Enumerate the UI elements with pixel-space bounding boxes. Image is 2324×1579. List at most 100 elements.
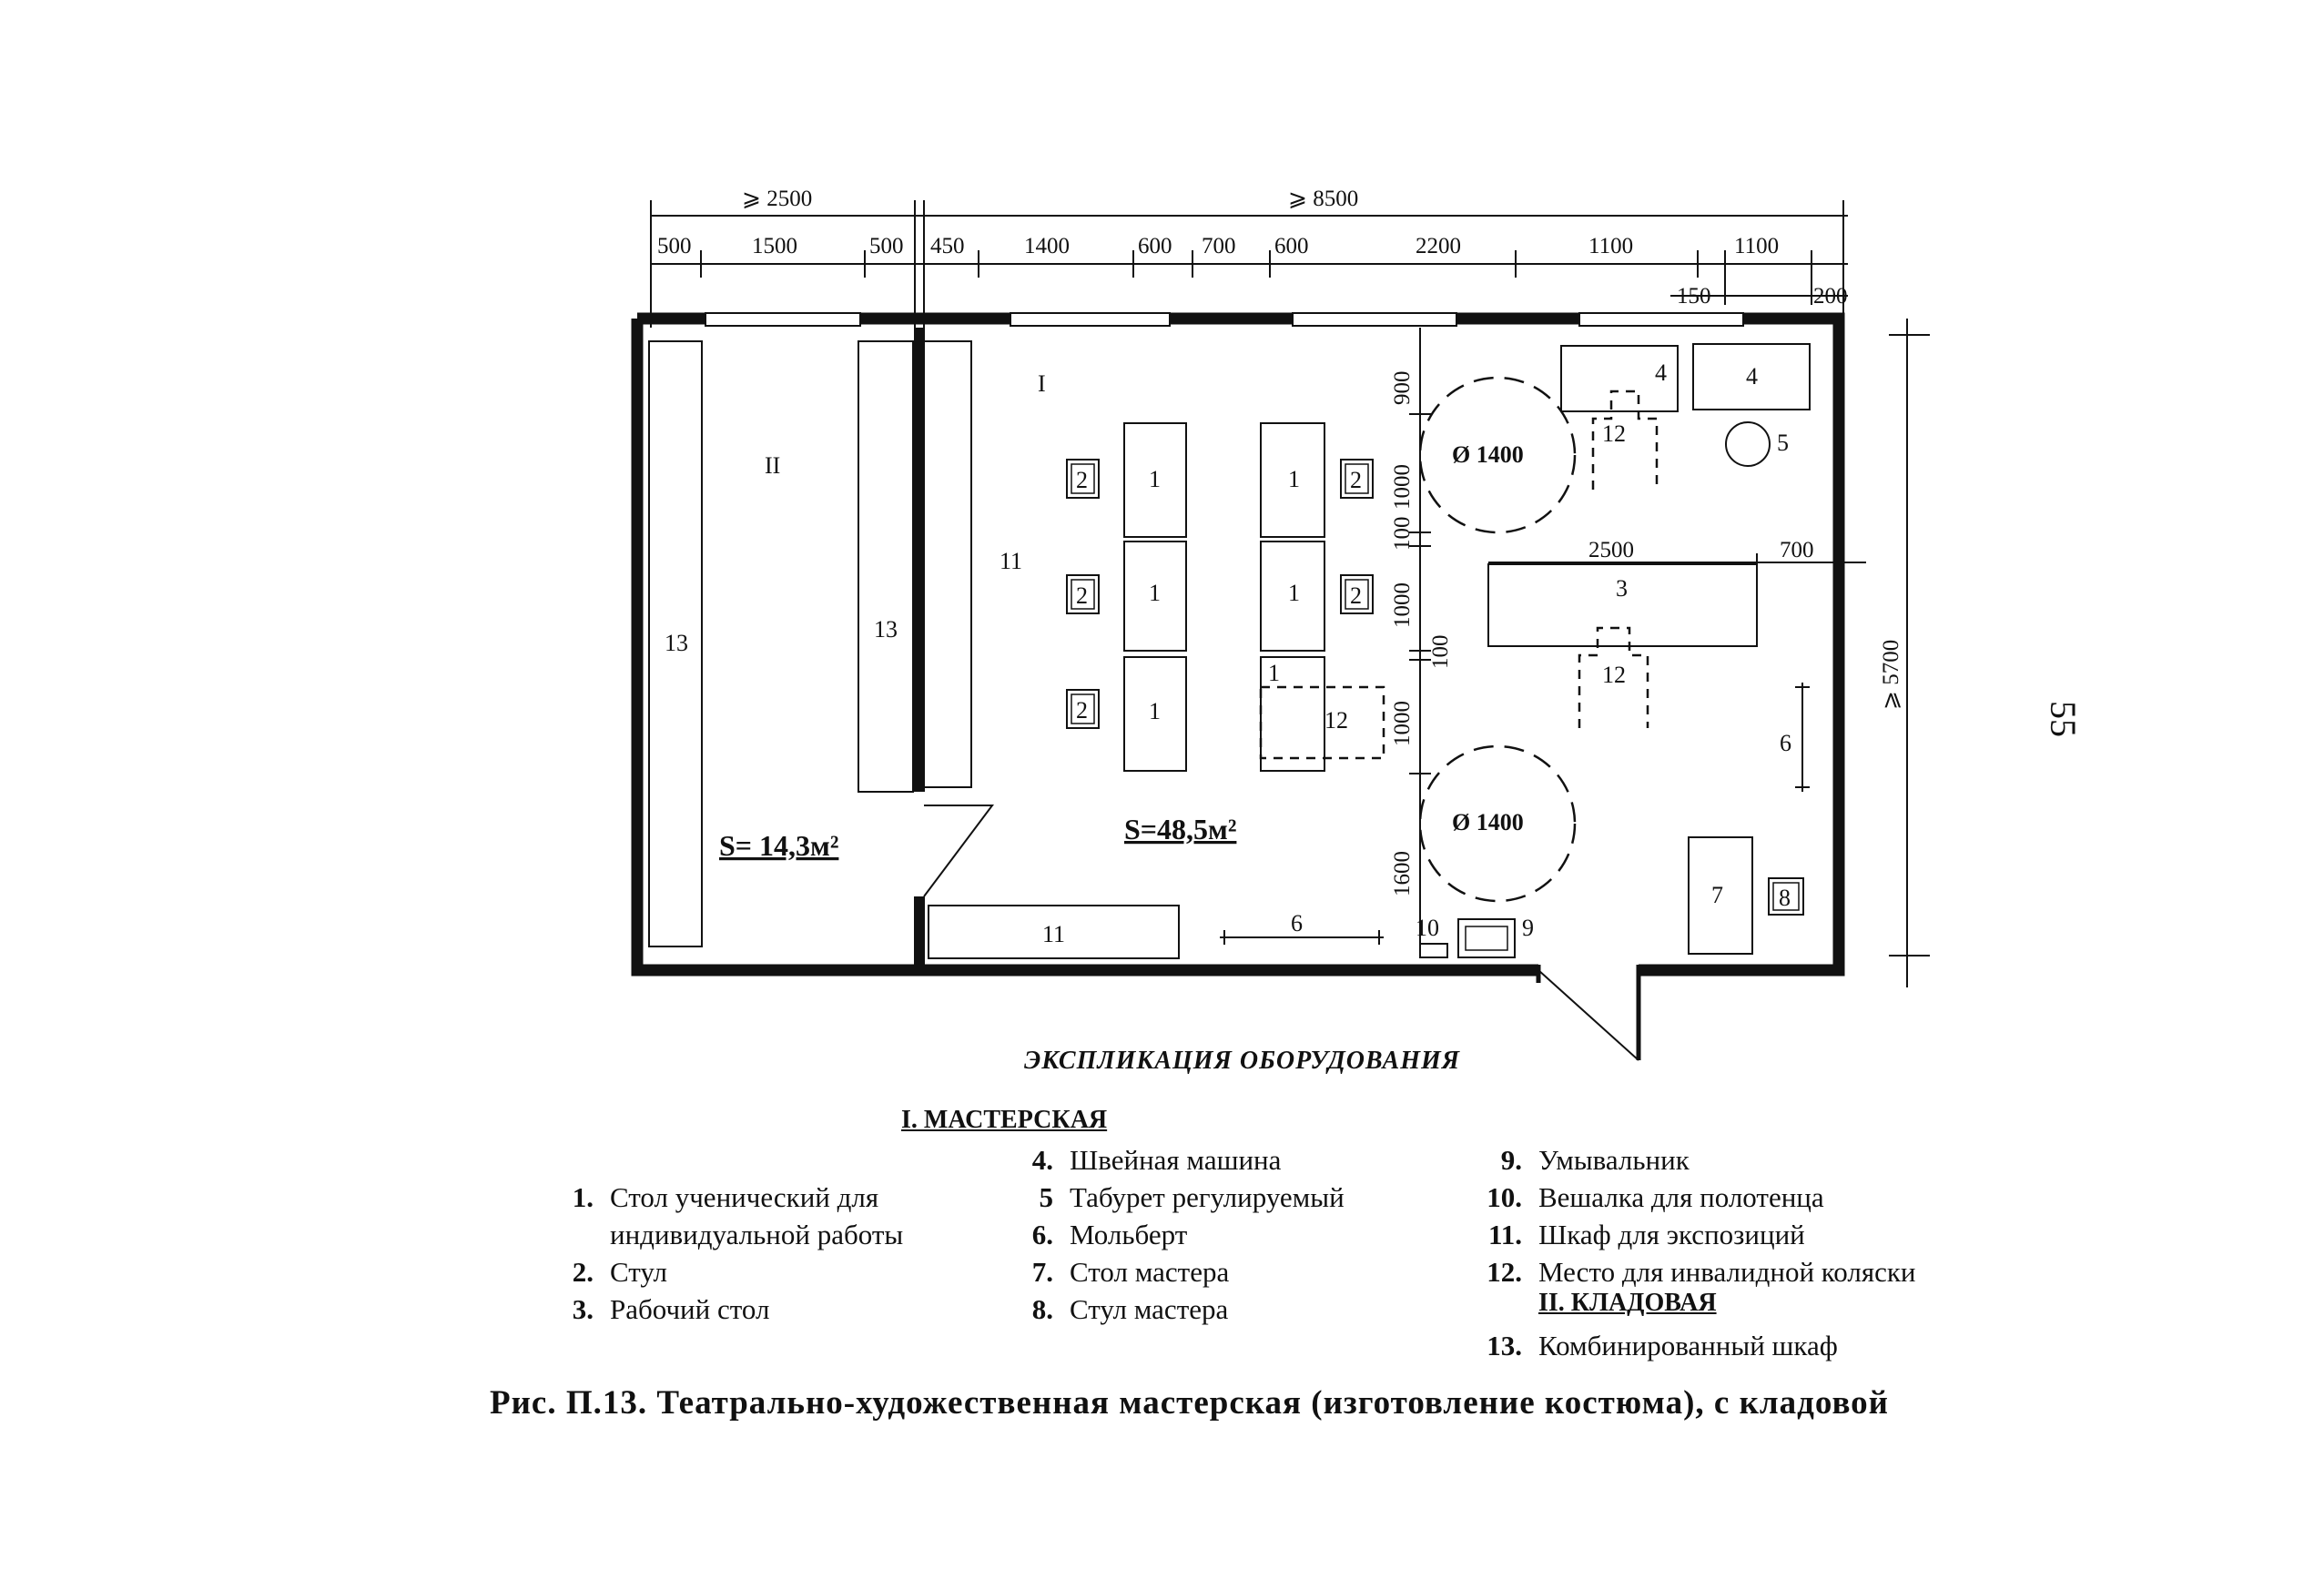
desk	[1260, 541, 1325, 652]
mark-easel: 6	[1780, 730, 1791, 756]
explication-col-3b: 13.Комбинированный шкаф	[1456, 1327, 1838, 1364]
chair	[1066, 689, 1100, 729]
mark-teacher-chair: 8	[1779, 885, 1791, 911]
towel-rail	[1419, 943, 1448, 958]
chair-insets	[1071, 463, 1800, 951]
dim-seg: 450	[930, 234, 965, 258]
cabinet-11-vertical	[923, 340, 972, 788]
dim-1600: 1600	[1390, 851, 1415, 896]
work-table	[1487, 563, 1758, 647]
mark-chair: 2	[1076, 582, 1088, 609]
mark-easel: 6	[1291, 910, 1303, 936]
mark-13a: 13	[665, 630, 688, 656]
dim-seg: 1100	[1588, 234, 1633, 258]
circle-label-1: Ø 1400	[1452, 441, 1524, 468]
dim-seg: 500	[869, 234, 904, 258]
section-workshop: I. МАСТЕРСКАЯ	[901, 1106, 1108, 1134]
list-item: 11.Шкаф для экспозиций	[1487, 1219, 1805, 1250]
dim-1000a: 1000	[1390, 464, 1415, 510]
list-item: 3.Рабочий стол	[572, 1293, 770, 1325]
figure-caption: Рис. П.13. Театрально-художественная мас…	[490, 1384, 1889, 1422]
explication-col-3: 9.Умывальник 10.Вешалка для полотенца 11…	[1456, 1141, 1916, 1291]
list-item: индивидуальной работы	[610, 1219, 904, 1250]
dim-seg: 1400	[1024, 234, 1070, 258]
windows	[705, 312, 1744, 327]
list-item: 1.Стол ученический для	[572, 1181, 879, 1213]
room2-area: S= 14,3м²	[719, 829, 838, 862]
dim-seg: 2200	[1416, 234, 1461, 258]
dim-1000b: 1000	[1390, 582, 1415, 628]
explication-title: ЭКСПЛИКАЦИЯ ОБОРУДОВАНИЯ	[1024, 1047, 1461, 1075]
list-item: 12.Место для инвалидной коляски	[1487, 1256, 1916, 1288]
desk	[1260, 656, 1325, 772]
mark-desk: 1	[1149, 466, 1161, 492]
list-item: 2.Стул	[572, 1256, 668, 1288]
list-item: 7.Стол мастера	[1031, 1256, 1230, 1288]
dim-seg: 1500	[752, 234, 797, 258]
dim-seg: 700	[1202, 234, 1236, 258]
mark-desk: 1	[1288, 466, 1300, 492]
combo-cabinet-13b	[858, 340, 914, 793]
page-number: 55	[2043, 701, 2084, 737]
dim-seg: 600	[1138, 234, 1172, 258]
dim-100b: 100	[1428, 635, 1453, 670]
dim-total-right: ⩾ 8500	[1288, 187, 1358, 211]
mark-chair: 2	[1076, 467, 1088, 493]
inner-dimension-lines	[1409, 328, 1866, 946]
turning-circles	[1418, 376, 1577, 903]
stool	[1725, 421, 1771, 467]
dim-seg: 500	[657, 234, 692, 258]
teacher-table	[1688, 836, 1753, 955]
explication-col-1: 1.Стол ученический для индивидуальной ра…	[528, 1179, 903, 1328]
dimension-line-right	[1889, 319, 1930, 987]
room2-mark: II	[765, 452, 780, 479]
mark-sewing: 4	[1655, 359, 1667, 386]
list-item: 6.Мольберт	[1031, 1219, 1188, 1250]
dim-seg: 1100	[1734, 234, 1779, 258]
mark-desk: 1	[1149, 698, 1161, 724]
mark-wheelchair: 12	[1602, 662, 1626, 688]
mark-desk: 1	[1288, 580, 1300, 606]
mark-stool: 5	[1777, 430, 1789, 456]
dim-total-left: ⩾ 2500	[742, 187, 812, 211]
room1-mark: I	[1038, 370, 1046, 397]
mark-13b: 13	[874, 616, 898, 643]
easels	[1220, 683, 1810, 945]
dim-1000c: 1000	[1390, 701, 1415, 746]
dim-seg: 600	[1274, 234, 1309, 258]
mark-wheelchair: 12	[1602, 420, 1626, 447]
mark-sewing: 4	[1746, 363, 1758, 390]
storeroom-furniture	[648, 340, 914, 947]
dim-2500: 2500	[1588, 538, 1634, 562]
teacher-chair	[1768, 877, 1804, 916]
combo-cabinet-13a	[648, 340, 703, 947]
walls	[631, 312, 1845, 1060]
desk	[1123, 656, 1187, 772]
sink	[1457, 918, 1516, 958]
list-item: 4.Швейная машина	[1031, 1144, 1282, 1176]
mark-chair: 2	[1350, 582, 1362, 609]
list-item: 8.Стул мастера	[1031, 1293, 1229, 1325]
mark-chair: 2	[1350, 467, 1362, 493]
dim-small-150: 150	[1677, 284, 1711, 309]
dim-900: 900	[1390, 371, 1415, 406]
mark-chair: 2	[1076, 697, 1088, 724]
wheelchair-places	[1259, 390, 1659, 760]
mark-wheelchair: 12	[1324, 707, 1348, 734]
mark-towel: 10	[1416, 915, 1439, 941]
dim-100a: 100	[1390, 517, 1415, 552]
dim-right-total: ⩾ 5700	[1879, 640, 1903, 710]
dimension-lines-top	[650, 200, 1848, 328]
mark-worktable: 3	[1616, 575, 1628, 602]
list-item: 10.Вешалка для полотенца	[1487, 1181, 1824, 1213]
chair	[1340, 459, 1374, 499]
mark-desk: 1	[1268, 660, 1280, 686]
mark-sink: 9	[1522, 915, 1534, 941]
sewing-machine	[1560, 345, 1679, 412]
dim-small-200: 200	[1813, 284, 1848, 309]
dim-700: 700	[1780, 538, 1814, 562]
list-item: 9.Умывальник	[1500, 1144, 1690, 1176]
chair	[1066, 574, 1100, 614]
